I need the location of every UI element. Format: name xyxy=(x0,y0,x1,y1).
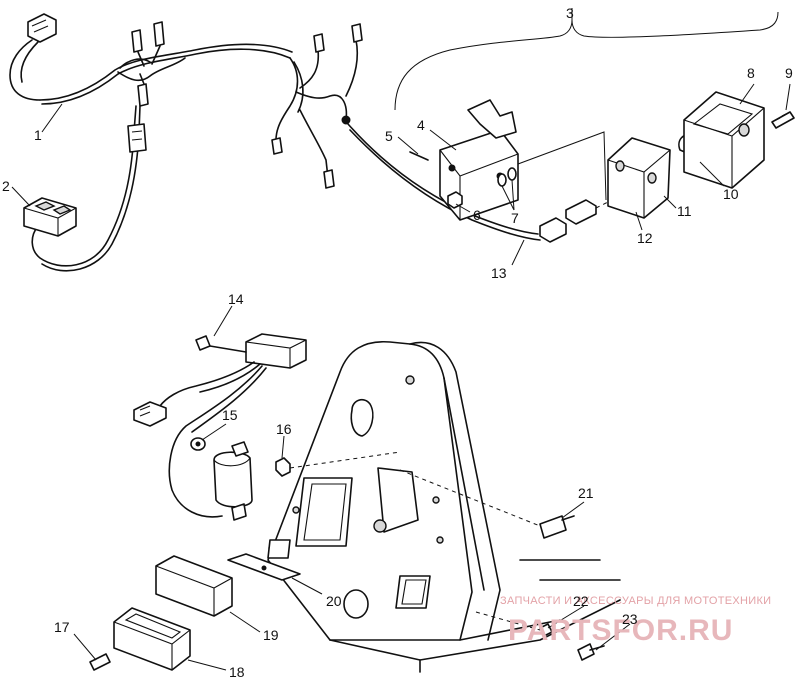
leader-lines xyxy=(11,8,791,671)
spacer-20-hole xyxy=(261,565,267,571)
callout-18: 18 xyxy=(229,664,245,680)
gasket-11-12 xyxy=(607,137,671,219)
callout-16: 16 xyxy=(276,421,292,437)
watermark-brand: PARTSFOR.RU xyxy=(508,614,733,647)
callout-10: 10 xyxy=(723,186,739,202)
group-3-bracket xyxy=(394,11,779,111)
watermark-tagline: ЗАПЧАСТИ И АКСЕССУАРЫ ДЛЯ МОТОТЕХНИКИ xyxy=(500,595,771,607)
callout-19: 19 xyxy=(263,627,279,643)
callout-11: 11 xyxy=(677,203,692,219)
mounting-panel xyxy=(267,340,621,673)
reflector-19 xyxy=(155,555,233,617)
callout-12: 12 xyxy=(637,230,653,246)
callout-20: 20 xyxy=(326,593,342,609)
callout-numbers: 1 2 3 4 5 6 7 8 9 10 11 12 13 14 15 16 1… xyxy=(2,5,793,680)
screw-17 xyxy=(89,653,111,671)
screw-9 xyxy=(771,111,795,129)
callout-6: 6 xyxy=(473,207,481,223)
callout-4: 4 xyxy=(417,117,425,133)
callout-22: 22 xyxy=(573,593,589,609)
plug-13 xyxy=(517,131,621,243)
housing-18 xyxy=(113,607,191,671)
callout-21: 21 xyxy=(578,485,594,501)
callout-15: 15 xyxy=(222,407,238,423)
wiring-harness xyxy=(9,13,541,272)
callout-2: 2 xyxy=(2,178,10,194)
watermark: ЗАПЧАСТИ И АКСЕССУАРЫ ДЛЯ МОТОТЕХНИКИ PA… xyxy=(500,595,771,647)
callout-17: 17 xyxy=(54,619,70,635)
module-14 xyxy=(133,333,307,518)
callout-9: 9 xyxy=(785,65,793,81)
callout-23: 23 xyxy=(622,611,638,627)
callout-14: 14 xyxy=(228,291,244,307)
callout-1: 1 xyxy=(34,127,42,143)
callout-7: 7 xyxy=(511,210,519,226)
callout-13: 13 xyxy=(491,265,507,281)
fastener-23 xyxy=(577,643,605,661)
nut-6 xyxy=(447,191,463,209)
screw-5 xyxy=(409,151,429,161)
bolt-21 xyxy=(399,469,575,539)
callout-8: 8 xyxy=(747,65,755,81)
callout-3: 3 xyxy=(566,5,574,21)
callout-5: 5 xyxy=(385,128,393,144)
coil-15 xyxy=(190,437,401,521)
lens-housing-8 xyxy=(683,91,765,189)
connector-2 xyxy=(23,197,77,237)
